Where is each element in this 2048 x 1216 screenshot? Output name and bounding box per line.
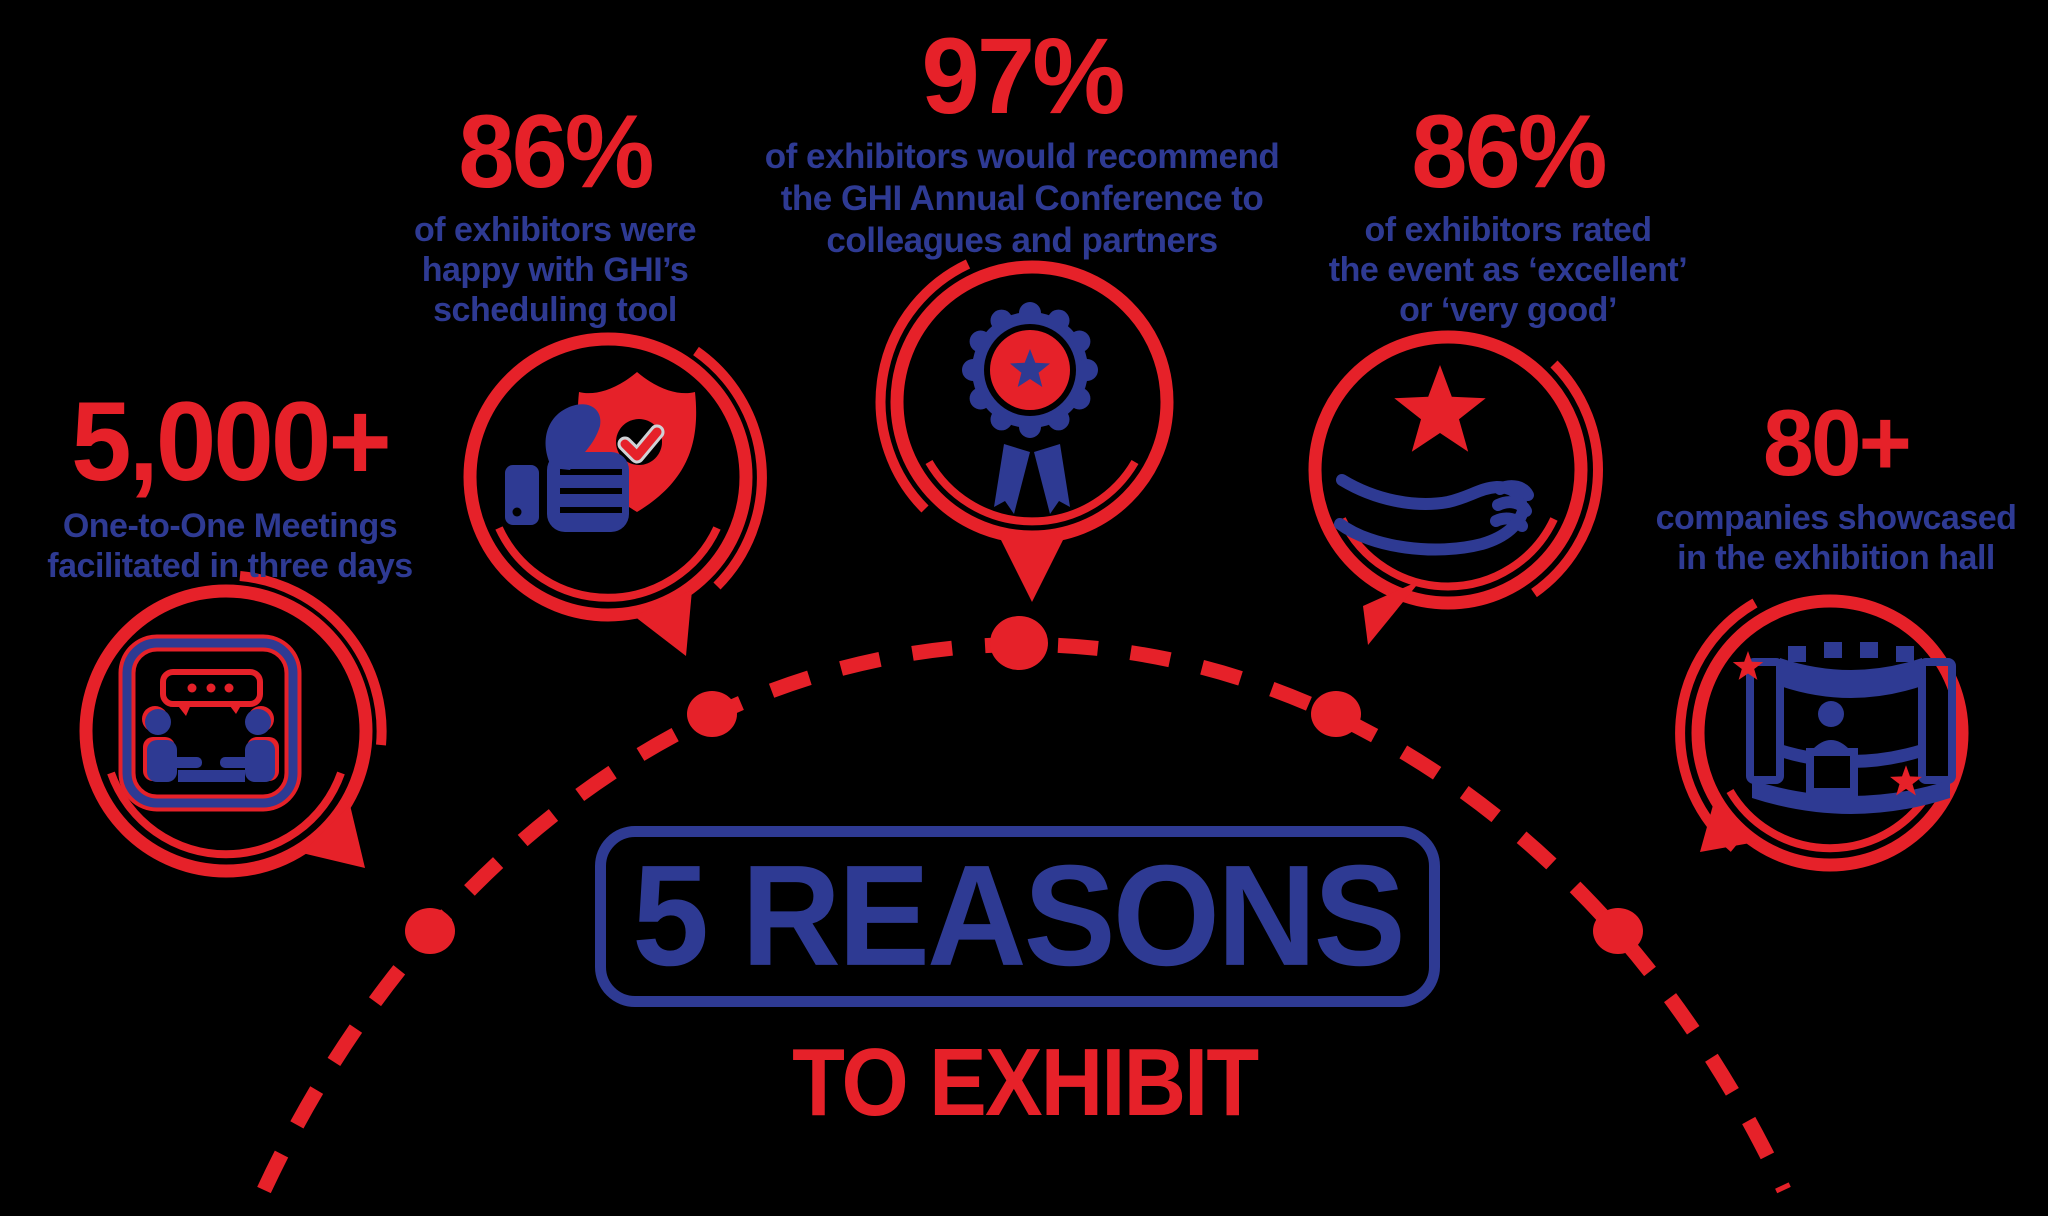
ribbon-right [1034, 444, 1070, 514]
meeting-icon [79, 571, 387, 878]
stat-line: One-to-One Meetings [62, 507, 398, 545]
arc-node-dot [405, 908, 455, 954]
stat-value: 5,000+ [71, 379, 392, 504]
stat-line: of exhibitors rated [1364, 211, 1652, 249]
stat-value: 80+ [1763, 390, 1912, 495]
stat-line: companies showcased [1655, 499, 2017, 537]
rating-star-icon [1394, 365, 1486, 452]
arc-node-dot [990, 616, 1048, 670]
booth-stand [1746, 642, 1956, 814]
stat-value: 86% [1411, 94, 1607, 210]
stat-scheduling: 86% of exhibitors were happy with GHI’s … [355, 100, 755, 330]
title-box: 5 REASONS [595, 826, 1440, 1007]
stat-line: or ‘very good’ [1399, 291, 1617, 329]
award-rosette-icon [875, 259, 1174, 602]
stat-meetings: 5,000+ One-to-One Meetings facilitated i… [10, 386, 450, 586]
meeting-bubble-tail [302, 805, 365, 868]
arc-node-dot [1311, 691, 1361, 737]
speech-bubble-icon [160, 669, 263, 716]
stat-value: 97% [921, 15, 1126, 136]
booth-bubble-tail [1700, 798, 1756, 852]
stat-line: happy with GHI’s [421, 251, 689, 289]
stat-line: of exhibitors were [414, 211, 696, 249]
booth-person-icon [1818, 701, 1844, 727]
stat-line: facilitated in three days [47, 547, 413, 585]
thumbs-up-shield-icon [463, 332, 767, 656]
arc-node-dots [405, 616, 1643, 954]
stat-value: 86% [458, 94, 654, 210]
checkmark-icon [620, 427, 662, 461]
arc-node-dot [687, 691, 737, 737]
thumbs-bubble-tail [634, 590, 692, 656]
stat-line: in the exhibition hall [1677, 539, 1995, 577]
stat-companies: 80+ companies showcased in the exhibitio… [1636, 396, 2036, 578]
arc-node-dot [1593, 908, 1643, 954]
star-hand-icon [1308, 330, 1603, 645]
open-hand-icon [1334, 474, 1534, 556]
stat-line: the event as ‘excellent’ [1328, 251, 1688, 289]
stat-line: the GHI Annual Conference to [780, 179, 1264, 218]
exhibition-booth-icon [1675, 594, 1969, 872]
meeting-people-icon [142, 706, 279, 782]
stat-line: colleagues and partners [826, 221, 1218, 260]
stat-rated: 86% of exhibitors rated the event as ‘ex… [1308, 100, 1708, 330]
rosette-pin-tail [1000, 538, 1064, 602]
page-subtitle: TO EXHIBIT [792, 1029, 1259, 1136]
star-hand-bubble-tail [1363, 580, 1421, 645]
stat-line: of exhibitors would recommend [764, 137, 1280, 176]
stat-recommend: 97% of exhibitors would recommend the GH… [752, 22, 1292, 262]
ribbon-left [994, 444, 1030, 514]
stat-line: scheduling tool [433, 291, 677, 329]
rosette-medal [962, 302, 1098, 438]
thumbs-up-hand-icon [505, 404, 629, 532]
page-title: 5 REASONS [632, 835, 1406, 997]
